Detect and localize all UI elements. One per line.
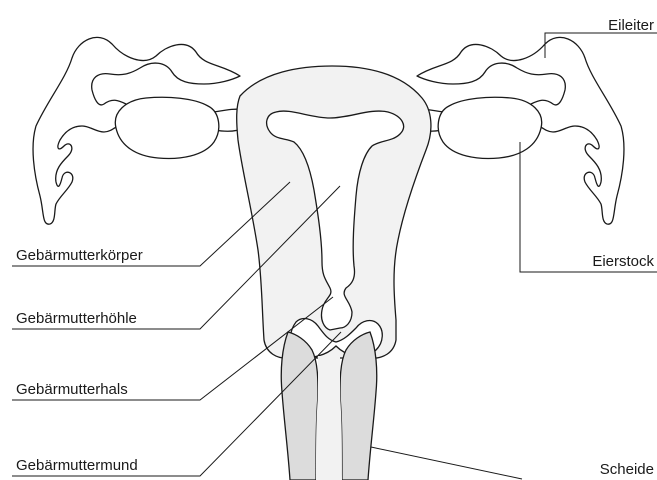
vagina-left-wall: [281, 332, 318, 480]
label-gebaermutterhoehle: Gebärmutterhöhle: [16, 310, 137, 327]
vaginal-canal: [316, 356, 342, 480]
leader-scheide: [371, 447, 522, 479]
leader-eileiter: [545, 33, 657, 58]
label-gebaermutterkoerper: Gebärmutterkörper: [16, 247, 143, 264]
label-eierstock: Eierstock: [592, 253, 654, 270]
right-ovary: [438, 97, 541, 158]
left-ovary: [115, 97, 218, 158]
label-gebaermutterhals: Gebärmutterhals: [16, 381, 128, 398]
label-eileiter: Eileiter: [608, 17, 654, 34]
vagina-right-wall: [340, 332, 377, 480]
label-scheide: Scheide: [600, 461, 654, 478]
label-gebaermuttermund: Gebärmuttermund: [16, 457, 138, 474]
